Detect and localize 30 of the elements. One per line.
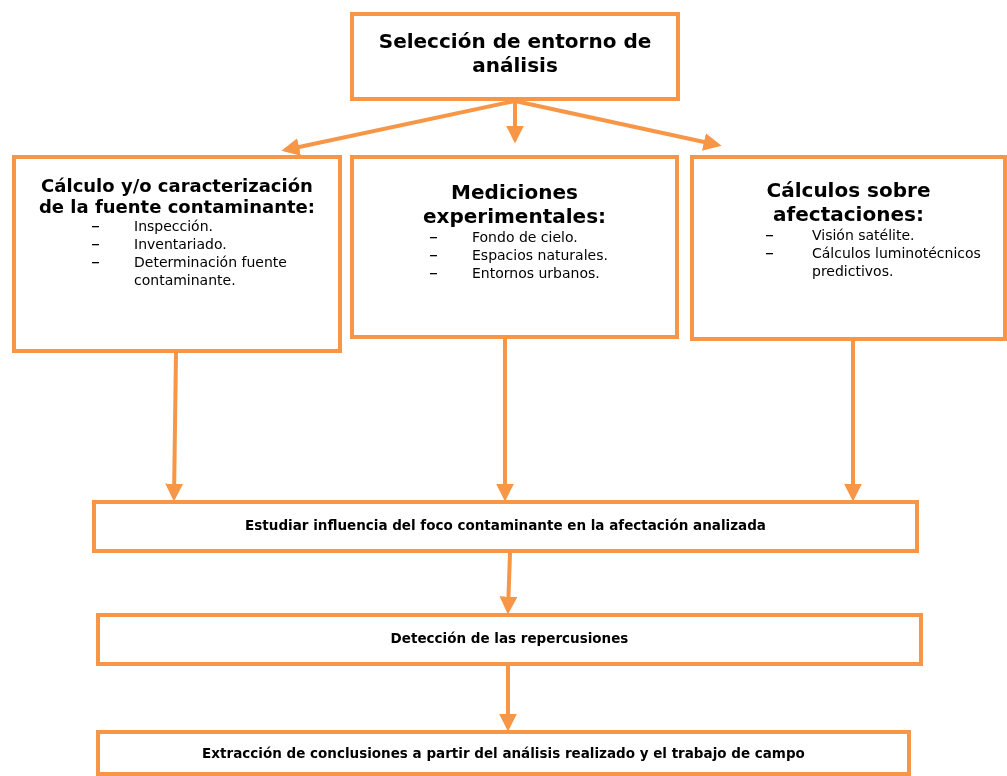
arrow [499,666,517,732]
list-item: Inventariado. [134,235,228,254]
list-item: Espacios naturales. [472,246,609,265]
box-heading: Extracción de conclusiones a partir del análisis realizado y el trabajo de campo [201,744,806,762]
list-item: Fondo de cielo. [472,228,579,247]
process-box [96,730,911,776]
arrow [165,352,184,502]
process-box [92,500,919,553]
list-item: Inspección. [134,217,214,236]
list-item: Determinación fuente contaminante. [134,253,288,290]
box-heading: Estudiar influencia del foco contaminante en la afectación analizada [244,516,767,534]
arrow [514,99,722,151]
box-heading: Cálculo y/o caracterización de la fuente contaminante: [38,174,316,218]
list-item: Visión satélite. [812,226,916,245]
process-box [350,12,680,101]
process-box [690,155,1007,341]
box-heading: Cálculos sobre afectaciones: [765,177,932,227]
process-box [12,155,342,353]
box-heading: Detección de las repercusiones [389,629,630,647]
box-heading: Mediciones experimentales: [421,179,608,229]
arrow [844,341,862,502]
list-item: Entornos urbanos. [472,264,601,283]
box-heading: Selección de entorno de análisis [377,28,653,78]
arrow [499,552,518,615]
arrow [496,339,514,502]
list-item: Cálculos luminotécnicos predictivos. [812,244,982,281]
arrow [281,99,516,156]
arrow [506,101,524,144]
process-box [96,613,923,666]
process-box [350,155,679,339]
